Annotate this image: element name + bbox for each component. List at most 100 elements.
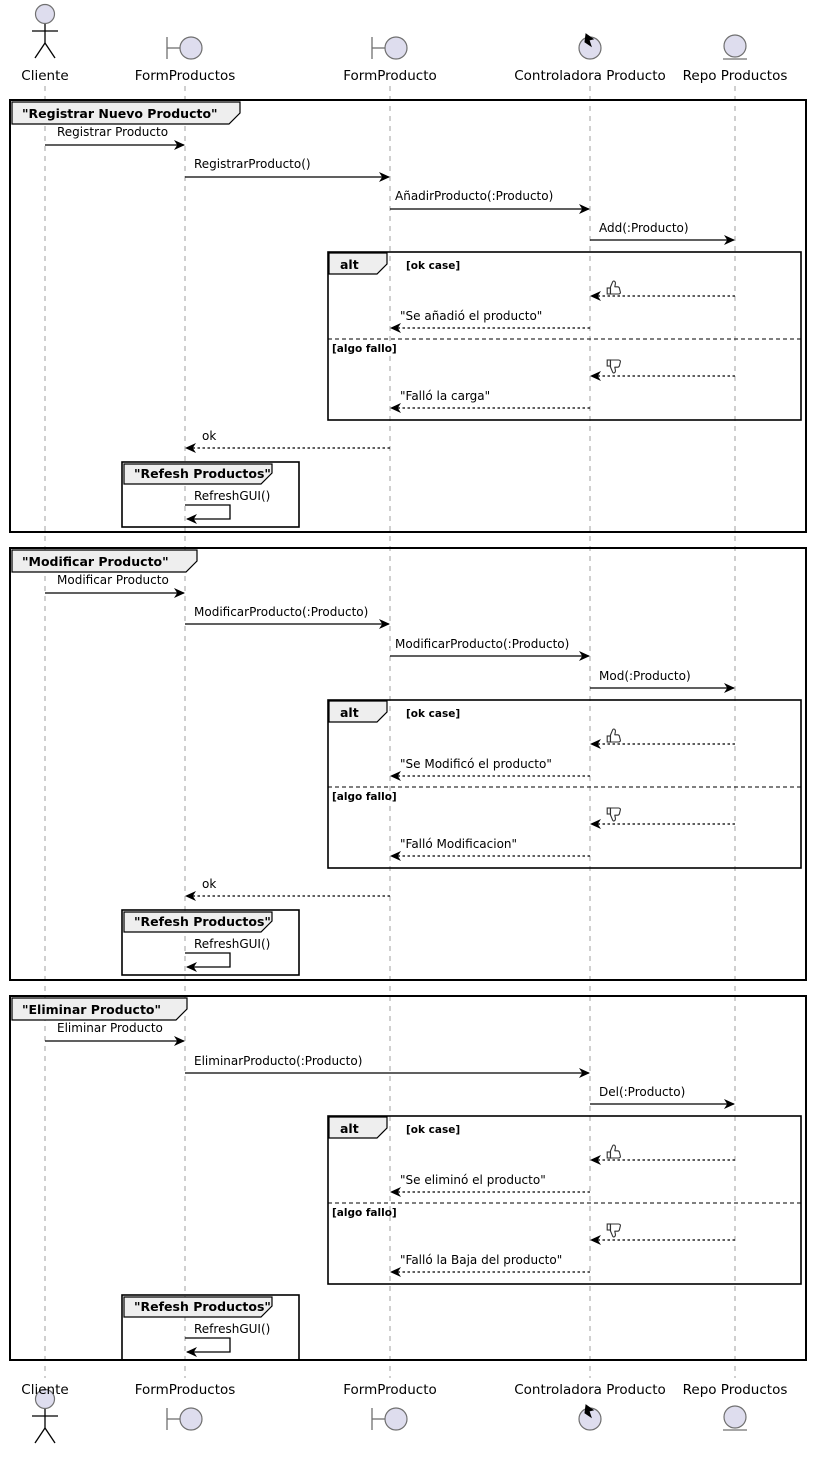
- self-call-registrar: RefreshGUI(): [185, 489, 270, 524]
- control-icon: [578, 33, 602, 60]
- message-registrar-0: Registrar Producto: [45, 125, 185, 150]
- alt-guard-ok-registrar: [ok case]: [406, 260, 460, 272]
- frames-layer: "Registrar Nuevo Producto" Registrar Prod…: [9, 99, 807, 1361]
- participant-label-head: Repo Productos: [683, 68, 788, 84]
- thumbs-down-icon: [606, 807, 621, 822]
- return-message-modificar: ok: [185, 877, 390, 901]
- participant-head-3[interactable]: Controladora Producto: [514, 33, 666, 84]
- participant-label-head: FormProducto: [343, 68, 437, 84]
- alt-message-modificar-1-label: "Se Modificó el producto": [400, 757, 552, 771]
- participant-foot-0[interactable]: Cliente: [21, 1382, 69, 1444]
- refresh-label-modificar-text: "Refesh Productos": [134, 914, 271, 929]
- alt-tab-registrar: alt: [328, 252, 388, 275]
- message-registrar-3-label: Add(:Producto): [599, 221, 689, 235]
- message-modificar-3: Mod(:Producto): [590, 669, 735, 693]
- participant-feet-layer: Cliente FormProductos FormProducto Controla…: [21, 1382, 788, 1444]
- frame-label-modificar: "Modificar Producto": [11, 549, 198, 573]
- refresh-label-eliminar: "Refesh Productos": [123, 1296, 273, 1318]
- refresh-label-eliminar-text: "Refesh Productos": [134, 1299, 271, 1314]
- self-call-label-registrar: RefreshGUI(): [194, 489, 270, 503]
- thumbs-up-icon: [606, 280, 621, 295]
- return-message-registrar-label: ok: [202, 429, 216, 443]
- participant-head-2[interactable]: FormProducto: [343, 36, 437, 84]
- alt-keyword-modificar: alt: [340, 705, 359, 720]
- frame-eliminar: "Eliminar Producto" Eliminar ProductoElim…: [9, 995, 807, 1361]
- refresh-label-modificar: "Refesh Productos": [123, 911, 273, 933]
- participant-foot-3[interactable]: Controladora Producto: [514, 1382, 666, 1431]
- lifelines-layer: [44, 86, 736, 1378]
- message-modificar-3-label: Mod(:Producto): [599, 669, 691, 683]
- participant-foot-2[interactable]: FormProducto: [343, 1382, 437, 1431]
- participant-label-head: Cliente: [21, 68, 68, 84]
- message-modificar-0-label: Modificar Producto: [57, 573, 169, 587]
- message-registrar-1-label: RegistrarProducto(): [194, 157, 311, 171]
- participant-label-foot: Cliente: [21, 1382, 68, 1398]
- alt-fragment-modificar: alt [ok case] [algo fallo] "Se Modificó el …: [327, 699, 802, 869]
- participant-head-4[interactable]: Repo Productos: [683, 34, 788, 84]
- refresh-label-registrar-text: "Refesh Productos": [134, 466, 271, 481]
- thumbs-up-icon: [606, 1144, 621, 1159]
- participant-label-foot: Repo Productos: [683, 1382, 788, 1398]
- alt-tab-eliminar: alt: [328, 1116, 388, 1139]
- frame-registrar: "Registrar Nuevo Producto" Registrar Prod…: [9, 99, 807, 533]
- self-call-eliminar: RefreshGUI(): [185, 1322, 270, 1357]
- boundary-icon: [371, 36, 408, 60]
- alt-keyword-eliminar: alt: [340, 1121, 359, 1136]
- participant-label-foot: FormProducto: [343, 1382, 437, 1398]
- alt-message-eliminar-3: "Falló la Baja del producto": [390, 1253, 590, 1277]
- message-modificar-1-label: ModificarProducto(:Producto): [194, 605, 368, 619]
- entity-icon: [723, 1405, 747, 1431]
- alt-message-modificar-3-label: "Falló Modificacion": [400, 837, 517, 851]
- alt-guard-fail-registrar: [algo fallo]: [332, 343, 397, 355]
- boundary-icon: [166, 36, 203, 60]
- refresh-fragment-registrar: "Refesh Productos" RefreshGUI(): [121, 461, 300, 528]
- message-eliminar-0: Eliminar Producto: [45, 1021, 185, 1046]
- alt-message-registrar-1-label: "Se añadió el producto": [400, 309, 542, 323]
- refresh-label-registrar: "Refesh Productos": [123, 463, 273, 485]
- message-registrar-2: AñadirProducto(:Producto): [390, 189, 590, 214]
- frame-label-eliminar: "Eliminar Producto": [11, 997, 188, 1021]
- message-eliminar-2-label: Del(:Producto): [599, 1085, 685, 1099]
- alt-message-modificar-1: "Se Modificó el producto": [390, 757, 590, 781]
- entity-icon: [723, 34, 747, 60]
- return-message-registrar: ok: [185, 429, 390, 453]
- frame-label-registrar: "Registrar Nuevo Producto": [11, 101, 241, 125]
- actor-icon: [32, 1388, 58, 1444]
- message-eliminar-1: EliminarProducto(:Producto): [185, 1054, 590, 1078]
- alt-guard-fail-modificar: [algo fallo]: [332, 791, 397, 803]
- participant-label-head: Controladora Producto: [514, 68, 666, 84]
- message-modificar-2-label: ModificarProducto(:Producto): [395, 637, 569, 651]
- alt-message-registrar-1: "Se añadió el producto": [390, 309, 590, 333]
- participant-label-head: FormProductos: [135, 68, 236, 84]
- boundary-icon: [166, 1407, 203, 1431]
- message-registrar-1: RegistrarProducto(): [185, 157, 390, 182]
- message-registrar-0-label: Registrar Producto: [57, 125, 168, 139]
- return-message-modificar-label: ok: [202, 877, 216, 891]
- alt-message-eliminar-1: "Se eliminó el producto": [390, 1173, 590, 1197]
- message-modificar-2: ModificarProducto(:Producto): [390, 637, 590, 661]
- participant-foot-1[interactable]: FormProductos: [135, 1382, 236, 1431]
- participant-head-1[interactable]: FormProductos: [135, 36, 236, 84]
- thumbs-up-icon: [606, 728, 621, 743]
- alt-message-registrar-3-label: "Falló la carga": [400, 389, 490, 403]
- alt-message-eliminar-1-label: "Se eliminó el producto": [400, 1173, 546, 1187]
- participant-head-0[interactable]: Cliente: [21, 3, 69, 85]
- message-registrar-2-label: AñadirProducto(:Producto): [395, 189, 553, 203]
- alt-guard-ok-modificar: [ok case]: [406, 708, 460, 720]
- frame-label-registrar-text: "Registrar Nuevo Producto": [22, 106, 218, 121]
- message-registrar-3: Add(:Producto): [590, 221, 735, 245]
- message-eliminar-1-label: EliminarProducto(:Producto): [194, 1054, 362, 1068]
- alt-tab-modificar: alt: [328, 700, 388, 723]
- alt-message-registrar-3: "Falló la carga": [390, 389, 590, 413]
- self-call-label-eliminar: RefreshGUI(): [194, 1322, 270, 1336]
- alt-guard-ok-eliminar: [ok case]: [406, 1124, 460, 1136]
- refresh-fragment-modificar: "Refesh Productos"RefreshGUI(): [121, 909, 300, 976]
- frame-label-eliminar-text: "Eliminar Producto": [22, 1002, 161, 1017]
- alt-fragment-eliminar: alt[ok case][algo fallo]"Se eliminó el p…: [327, 1115, 802, 1285]
- participant-heads-layer: Cliente FormProductos FormProducto Controla…: [21, 3, 788, 85]
- participant-label-foot: FormProductos: [135, 1382, 236, 1398]
- alt-keyword-registrar: alt: [340, 257, 359, 272]
- alt-fragment-registrar: alt [ok case] [algo fallo] "Se añadió el pr…: [327, 251, 802, 421]
- participant-foot-4[interactable]: Repo Productos: [683, 1382, 788, 1431]
